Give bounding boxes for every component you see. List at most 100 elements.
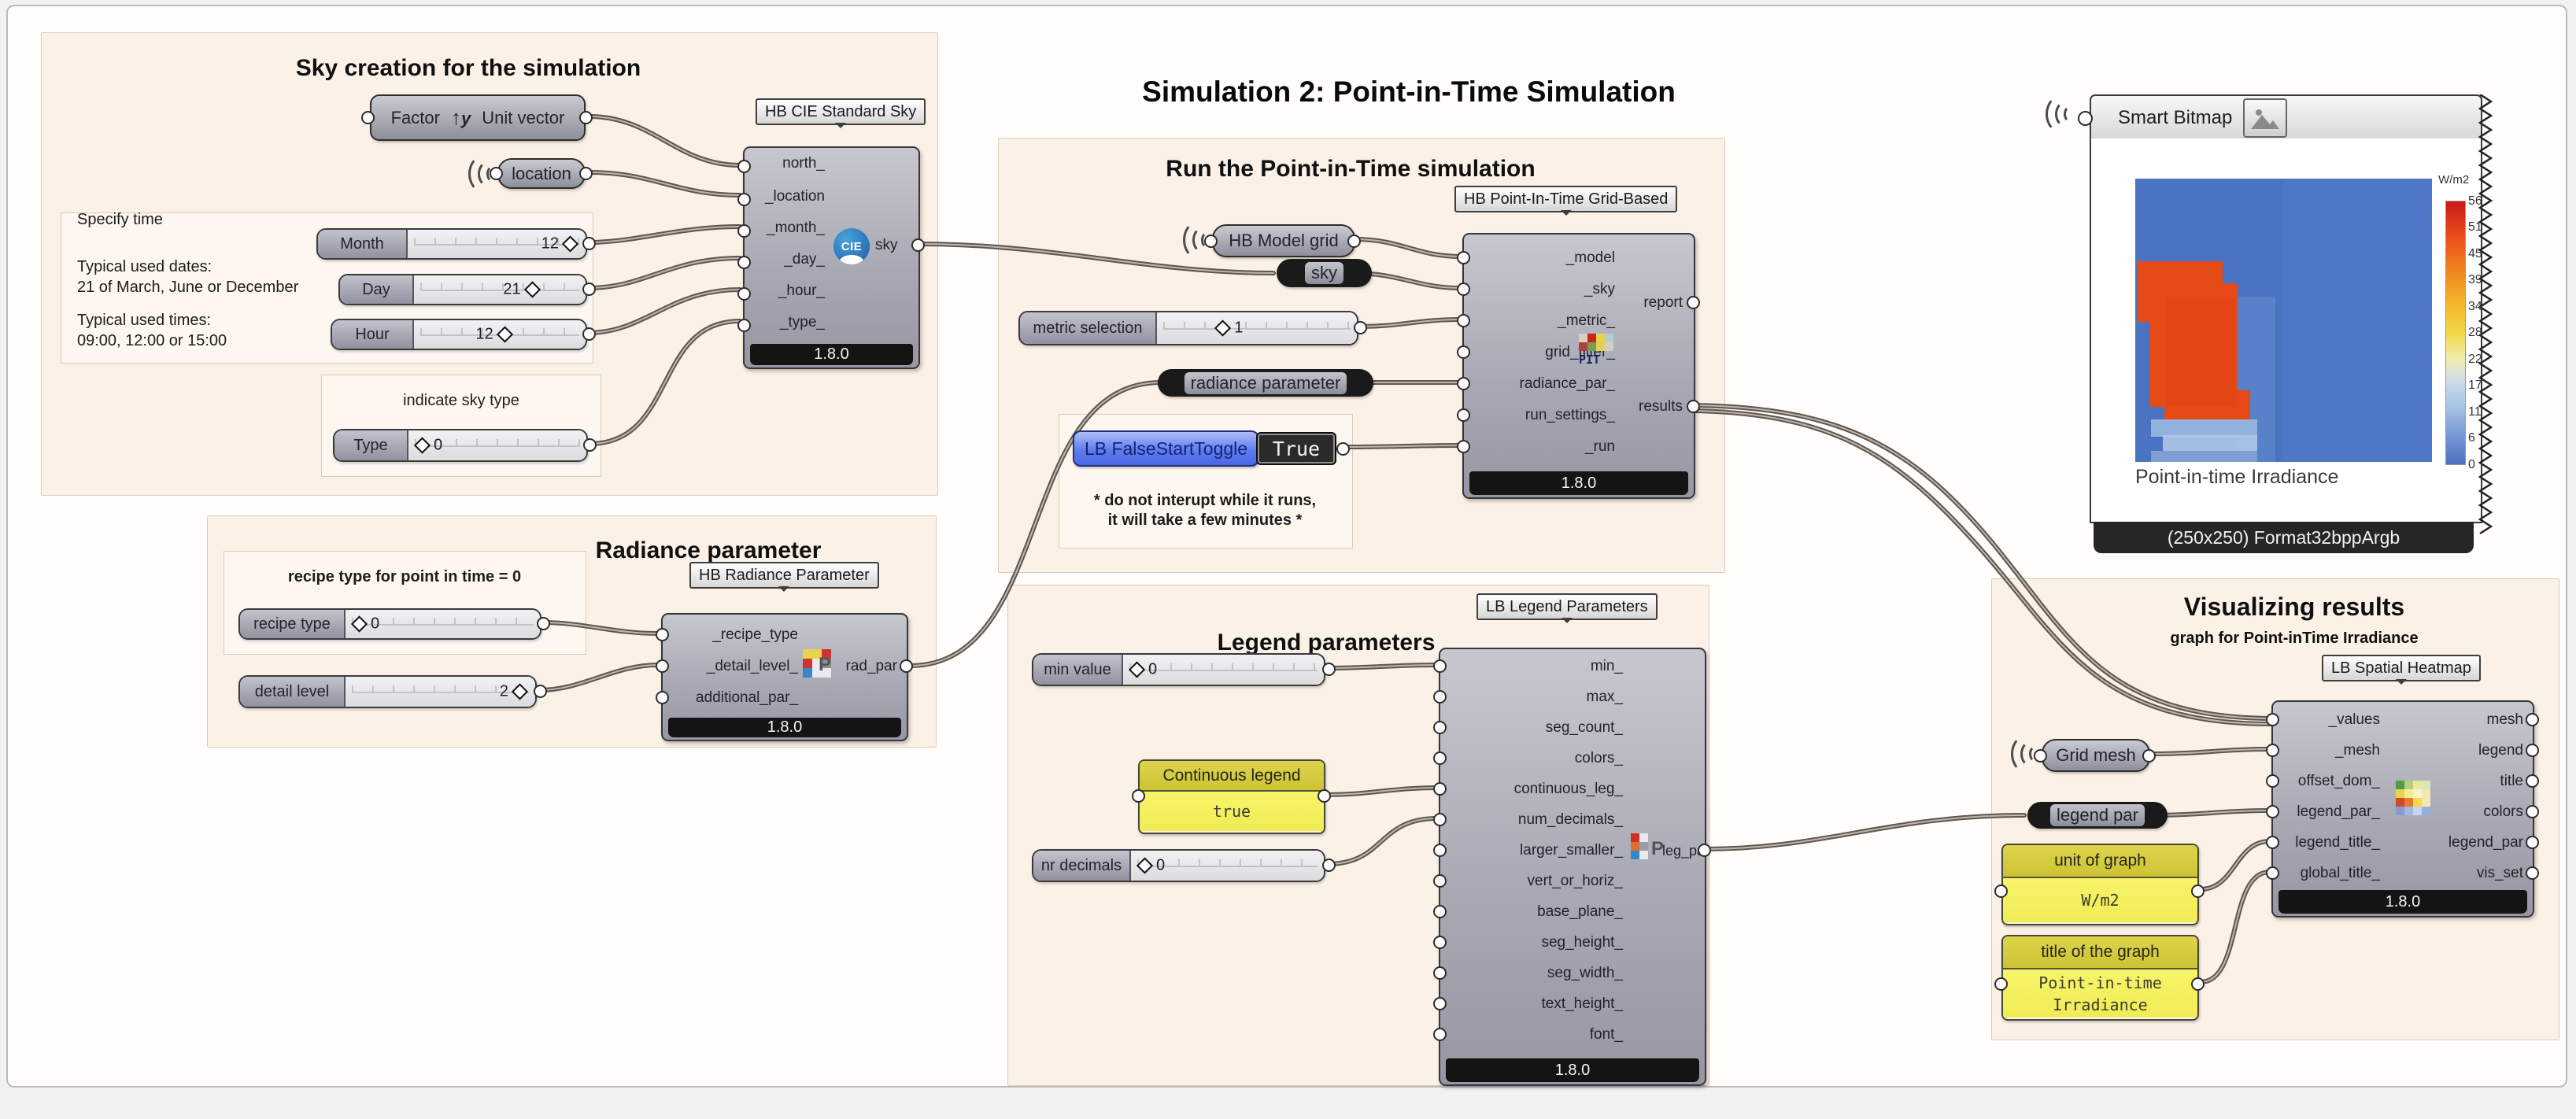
- decimals-slider-track[interactable]: 0: [1131, 851, 1324, 881]
- pit-port-radiancepar[interactable]: [1457, 377, 1470, 390]
- radpar-port-detail[interactable]: [656, 659, 669, 673]
- legendpar-port-vertorhoriz[interactable]: [1433, 874, 1447, 888]
- location-in-port[interactable]: [490, 167, 503, 180]
- type-slider[interactable]: Type 0: [333, 429, 588, 462]
- grid-mesh-in-port[interactable]: [2034, 749, 2047, 763]
- pit-grid-based-component[interactable]: _model _sky _metric_ grid_filter_ radian…: [1462, 233, 1695, 499]
- title-panel-out-port[interactable]: [2191, 977, 2205, 991]
- detail-slider-grip[interactable]: [511, 683, 529, 700]
- heatmap-port-legendtitle[interactable]: [2266, 836, 2279, 849]
- heatmap-port-mesh-out[interactable]: [2526, 713, 2539, 726]
- legendpar-port-legpar-out[interactable]: [1698, 844, 1711, 857]
- min-slider-out-port[interactable]: [1322, 663, 1336, 676]
- min-slider-track[interactable]: 0: [1123, 655, 1324, 685]
- cie-port-month[interactable]: [737, 224, 751, 238]
- heatmap-port-globaltitle[interactable]: [2266, 866, 2279, 880]
- legendpar-port-segcount[interactable]: [1433, 721, 1447, 734]
- decimals-slider-out-port[interactable]: [1322, 859, 1336, 872]
- cie-port-location[interactable]: [737, 193, 751, 206]
- resize-zigzag-edge[interactable]: [2478, 94, 2495, 535]
- radpar-port-recipe[interactable]: [656, 628, 669, 641]
- day-slider-out-port[interactable]: [582, 283, 596, 296]
- radpar-port-additional[interactable]: [656, 691, 669, 704]
- grasshopper-canvas[interactable]: Simulation 2: Point-in-Time Simulation S…: [6, 5, 2567, 1088]
- legendpar-port-segwidth[interactable]: [1433, 966, 1447, 980]
- unit-of-graph-panel[interactable]: unit of graph W/m2: [2001, 844, 2199, 925]
- pit-port-metric[interactable]: [1457, 314, 1470, 327]
- heatmap-port-mesh[interactable]: [2266, 744, 2279, 757]
- model-grid-out-port[interactable]: [1347, 235, 1361, 248]
- decimals-slider-grip[interactable]: [1136, 857, 1154, 874]
- model-grid-relay[interactable]: HB Model grid: [1212, 224, 1355, 257]
- legendpar-port-max[interactable]: [1433, 690, 1447, 704]
- smart-bitmap-in-port[interactable]: [2078, 111, 2093, 126]
- hour-slider-out-port[interactable]: [582, 327, 596, 341]
- pit-port-model[interactable]: [1457, 251, 1470, 264]
- radiance-parameter-relay[interactable]: radiance parameter: [1158, 369, 1373, 397]
- recipe-slider-out-port[interactable]: [537, 617, 550, 630]
- legendpar-port-segheight[interactable]: [1433, 936, 1447, 949]
- continuous-out-port[interactable]: [1318, 789, 1331, 803]
- continuous-legend-panel[interactable]: Continuous legend true: [1138, 759, 1325, 834]
- unit-vector-out-port[interactable]: [579, 111, 593, 124]
- legendpar-port-continuous[interactable]: [1433, 782, 1447, 796]
- pit-port-sky[interactable]: [1457, 283, 1470, 296]
- month-slider-grip[interactable]: [561, 235, 579, 253]
- heatmap-port-title-out[interactable]: [2526, 774, 2539, 788]
- toggle-out-port[interactable]: [1336, 442, 1350, 456]
- title-panel-in-port[interactable]: [1994, 977, 2008, 991]
- recipe-slider-track[interactable]: 0: [346, 610, 540, 638]
- heatmap-port-colors-out[interactable]: [2526, 805, 2539, 818]
- detail-level-slider[interactable]: detail level 2: [238, 675, 537, 708]
- false-start-toggle[interactable]: LB FalseStartToggle: [1073, 430, 1259, 467]
- unit-y-vector-component[interactable]: Factor ↑y Unit vector: [370, 94, 586, 141]
- type-slider-out-port[interactable]: [583, 438, 597, 452]
- type-slider-track[interactable]: 0: [408, 430, 586, 460]
- heatmap-port-legendpar[interactable]: [2266, 805, 2279, 818]
- month-slider-track[interactable]: 12: [408, 230, 586, 258]
- cie-sky-component[interactable]: north_ _location _month_ _day_ _hour_ _t…: [743, 146, 920, 369]
- model-grid-in-port[interactable]: [1204, 235, 1218, 248]
- day-slider-track[interactable]: 21: [414, 275, 586, 304]
- heatmap-port-legend-out[interactable]: [2526, 744, 2539, 757]
- hour-slider-track[interactable]: 12: [414, 320, 586, 349]
- recipe-slider-grip[interactable]: [350, 615, 368, 633]
- cie-port-type[interactable]: [737, 319, 751, 332]
- day-slider-grip[interactable]: [523, 281, 541, 298]
- grid-mesh-out-port[interactable]: [2142, 749, 2156, 763]
- legend-par-relay[interactable]: legend par: [2027, 802, 2168, 829]
- metric-selection-slider[interactable]: metric selection 1: [1018, 311, 1358, 345]
- smart-bitmap-header[interactable]: Smart Bitmap: [2090, 94, 2482, 142]
- day-slider[interactable]: Day 21: [338, 274, 587, 305]
- continuous-in-port[interactable]: [1132, 789, 1145, 803]
- pit-port-run[interactable]: [1457, 440, 1470, 453]
- cie-port-sky-out[interactable]: [911, 238, 925, 252]
- hour-slider-grip[interactable]: [496, 326, 513, 343]
- legendpar-port-numdecimals[interactable]: [1433, 813, 1447, 826]
- legendpar-port-baseplane[interactable]: [1433, 905, 1447, 918]
- unit-vector-in-port[interactable]: [361, 111, 375, 124]
- cie-port-day[interactable]: [737, 256, 751, 269]
- metric-slider-track[interactable]: 1: [1157, 312, 1357, 344]
- pit-port-results[interactable]: [1687, 400, 1700, 413]
- heatmap-port-offsetdom[interactable]: [2266, 774, 2279, 788]
- unit-panel-out-port[interactable]: [2191, 884, 2205, 898]
- legendpar-port-font[interactable]: [1433, 1028, 1447, 1041]
- unit-panel-in-port[interactable]: [1994, 884, 2008, 898]
- min-value-slider[interactable]: min value 0: [1032, 653, 1325, 686]
- metric-slider-grip[interactable]: [1214, 319, 1232, 337]
- pit-port-report[interactable]: [1687, 296, 1700, 309]
- location-out-port[interactable]: [579, 167, 593, 180]
- toggle-state[interactable]: True: [1256, 432, 1336, 465]
- legend-parameters-component[interactable]: min_ max_ seg_count_ colors_ continuous_…: [1439, 648, 1709, 1086]
- legendpar-port-min[interactable]: [1433, 659, 1447, 673]
- sky-relay[interactable]: sky: [1277, 259, 1372, 287]
- recipe-type-slider[interactable]: recipe type 0: [238, 608, 541, 640]
- cie-port-hour[interactable]: [737, 287, 751, 301]
- pit-port-gridfilter[interactable]: [1457, 345, 1470, 359]
- location-relay[interactable]: location: [497, 158, 586, 189]
- legendpar-port-colors[interactable]: [1433, 752, 1447, 765]
- heatmap-port-values[interactable]: [2266, 713, 2279, 726]
- heatmap-port-visset-out[interactable]: [2526, 866, 2539, 880]
- radiance-parameter-component[interactable]: _recipe_type _detail_level_ additional_p…: [661, 613, 908, 741]
